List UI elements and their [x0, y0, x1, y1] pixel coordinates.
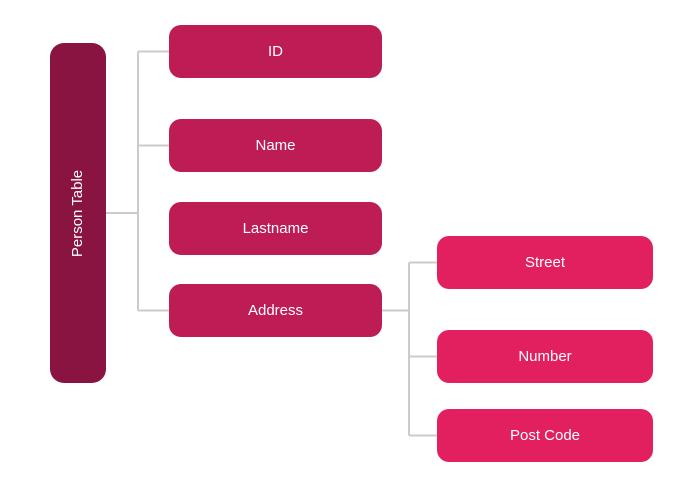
node-name[interactable]: Name [169, 119, 382, 172]
node-label: Street [524, 254, 566, 271]
node-lastname[interactable]: Lastname [169, 202, 382, 255]
node-post-code[interactable]: Post Code [437, 409, 653, 462]
node-address[interactable]: Address [169, 284, 382, 337]
node-label: Name [255, 137, 296, 154]
node-street[interactable]: Street [437, 236, 653, 289]
node-label: Address [247, 302, 304, 319]
node-number[interactable]: Number [437, 330, 653, 383]
node-person-table[interactable]: Person Table [50, 43, 106, 383]
node-label: Post Code [509, 427, 581, 444]
node-id[interactable]: ID [169, 25, 382, 78]
node-label: Person Table [69, 169, 87, 257]
node-label: ID [268, 43, 283, 60]
node-label: Number [518, 348, 572, 365]
node-label: Lastname [242, 220, 309, 237]
